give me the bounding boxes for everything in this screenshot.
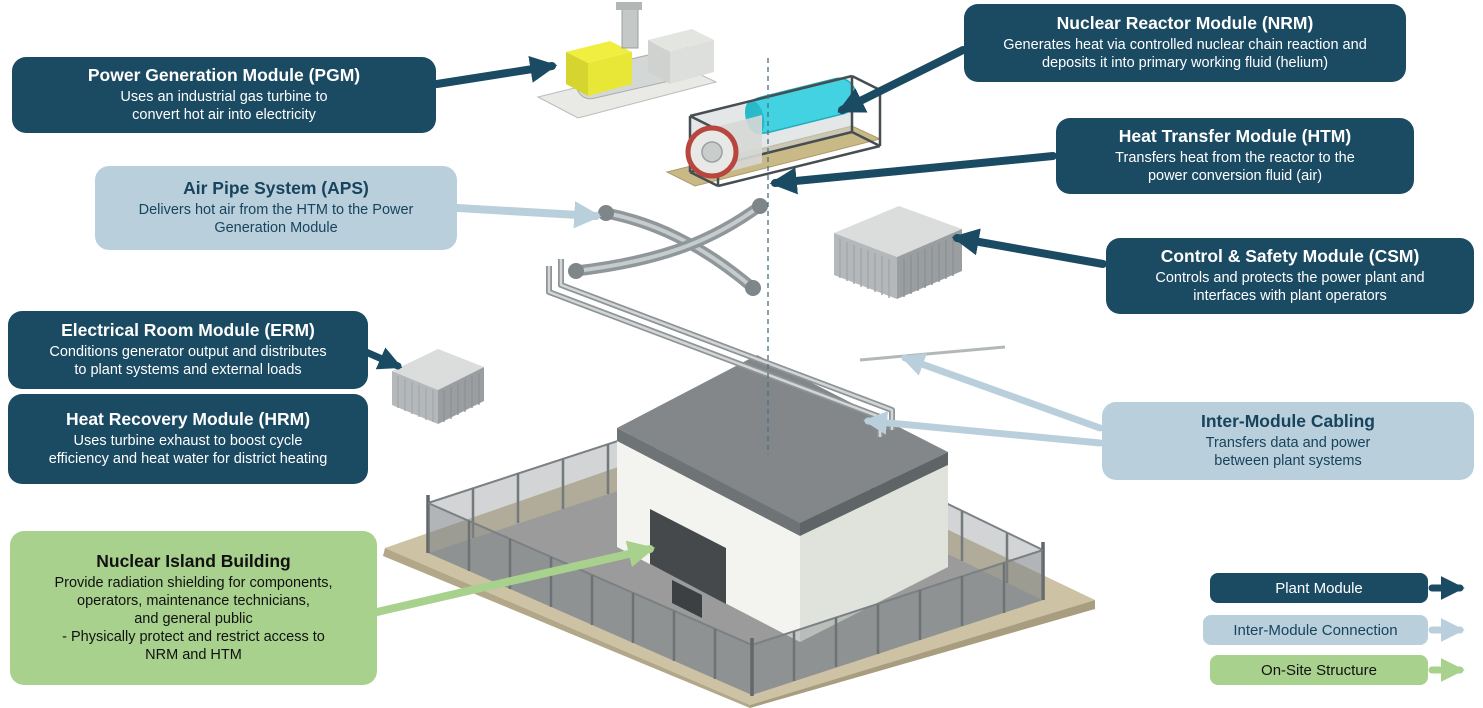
nib-pointer-arrow [373, 540, 656, 616]
legend-on-site-structure-label: On-Site Structure [1261, 661, 1377, 679]
callout-pgm-body: Uses an industrial gas turbine to conver… [120, 89, 328, 123]
callout-heat-transfer-module: Heat Transfer Module (HTM) Transfers hea… [1056, 118, 1414, 194]
erm-container-3d [392, 349, 484, 424]
erm-pointer-arrow [362, 347, 403, 370]
legend-inter-module-connection: Inter-Module Connection [1203, 615, 1428, 645]
nrm-pointer-arrow [837, 46, 967, 114]
callout-air-pipe-system: Air Pipe System (APS) Delivers hot air f… [95, 166, 457, 250]
pointer-arrows [362, 46, 1465, 682]
turbine-module-3d [536, 2, 718, 119]
callout-cabling-body: Transfers data and power between plant s… [1205, 435, 1371, 469]
callout-csm-body: Controls and protects the power plant an… [1155, 270, 1425, 304]
callout-heat-recovery-module: Heat Recovery Module (HRM) Uses turbine … [8, 394, 368, 484]
callout-control-safety-module: Control & Safety Module (CSM) Controls a… [1106, 238, 1474, 314]
cabling-pointer-arrow-upper [900, 353, 1104, 432]
htm-pointer-arrow [769, 152, 1057, 195]
legend-plant-module: Plant Module [1210, 573, 1428, 603]
aps-pointer-arrow [453, 201, 602, 229]
reactor-module-3d [665, 74, 882, 188]
callout-hrm-body: Uses turbine exhaust to boost cycle effi… [48, 433, 328, 467]
callout-nib-title: Nuclear Island Building [96, 551, 291, 572]
cabling-pointer-arrow-lower [863, 410, 1104, 447]
callout-htm-title: Heat Transfer Module (HTM) [1118, 126, 1352, 147]
legend-plant-module-label: Plant Module [1275, 579, 1363, 597]
callout-power-generation-module: Power Generation Module (PGM) Uses an in… [12, 57, 436, 133]
callout-nuclear-island-building: Nuclear Island Building Provide radiatio… [10, 531, 377, 685]
legend-on-site-structure: On-Site Structure [1210, 655, 1428, 685]
callout-pgm-title: Power Generation Module (PGM) [87, 65, 361, 86]
nuclear-island-building-3d [617, 355, 948, 642]
csm-pointer-arrow [951, 228, 1107, 268]
security-fence-front [427, 502, 1044, 696]
callout-aps-title: Air Pipe System (APS) [183, 178, 369, 199]
callout-hrm-title: Heat Recovery Module (HRM) [65, 409, 311, 430]
callout-nrm-body: Generates heat via controlled nuclear ch… [1003, 37, 1367, 71]
exhaust-stack [621, 5, 639, 49]
air-pipe-system-3d [568, 198, 768, 296]
callout-nrm-title: Nuclear Reactor Module (NRM) [1056, 13, 1314, 34]
callout-htm-body: Transfers heat from the reactor to the p… [1115, 150, 1355, 184]
csm-container-3d [834, 206, 962, 299]
callout-electrical-room-module: Electrical Room Module (ERM) Conditions … [8, 311, 368, 389]
callout-cabling-title: Inter-Module Cabling [1200, 411, 1376, 432]
legend-inter-module-connection-label: Inter-Module Connection [1233, 621, 1398, 639]
callout-csm-title: Control & Safety Module (CSM) [1160, 246, 1420, 267]
callout-aps-body: Delivers hot air from the HTM to the Pow… [138, 202, 414, 236]
callout-erm-body: Conditions generator output and distribu… [49, 344, 327, 378]
callout-inter-module-cabling: Inter-Module Cabling Transfers data and … [1102, 402, 1474, 480]
callout-nuclear-reactor-module: Nuclear Reactor Module (NRM) Generates h… [964, 4, 1406, 82]
callout-nib-body: Provide radiation shielding for componen… [54, 575, 333, 663]
callout-erm-title: Electrical Room Module (ERM) [61, 320, 315, 341]
pgm-pointer-arrow [433, 55, 558, 88]
building-door [650, 509, 726, 604]
